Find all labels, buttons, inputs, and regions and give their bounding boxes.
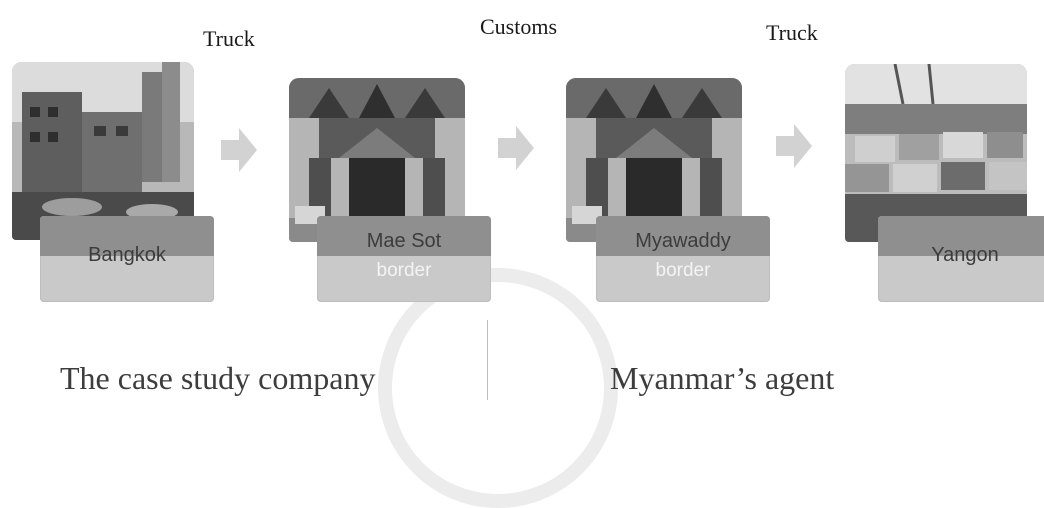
bangkok-caption: Bangkok [40,216,214,302]
stage-sub-myawaddy: border [596,260,770,282]
arrow-right-icon [498,126,534,170]
mae-sot-caption: Mae Sot border [317,216,491,302]
arrow-right-icon [221,128,257,172]
party-divider [487,320,488,400]
stage-name-yangon: Yangon [878,244,1044,267]
myawaddy-caption: Myawaddy border [596,216,770,302]
yangon-caption: Yangon [878,216,1044,302]
transport-label-truck-2: Truck [766,20,818,46]
transport-label-truck-1: Truck [203,26,255,52]
stage-sub-mae-sot: border [317,260,491,282]
watermark-seal [378,268,618,508]
transport-label-customs: Customs [480,14,557,40]
stage-name-mae-sot: Mae Sot [317,230,491,253]
stage-name-myawaddy: Myawaddy [596,230,770,253]
bangkok-photo [12,62,194,240]
party-label-myanmar-agent: Myanmar’s agent [610,360,834,397]
arrow-right-icon [776,124,812,168]
stage-name-bangkok: Bangkok [40,244,214,267]
party-label-case-study-company: The case study company [60,360,375,397]
